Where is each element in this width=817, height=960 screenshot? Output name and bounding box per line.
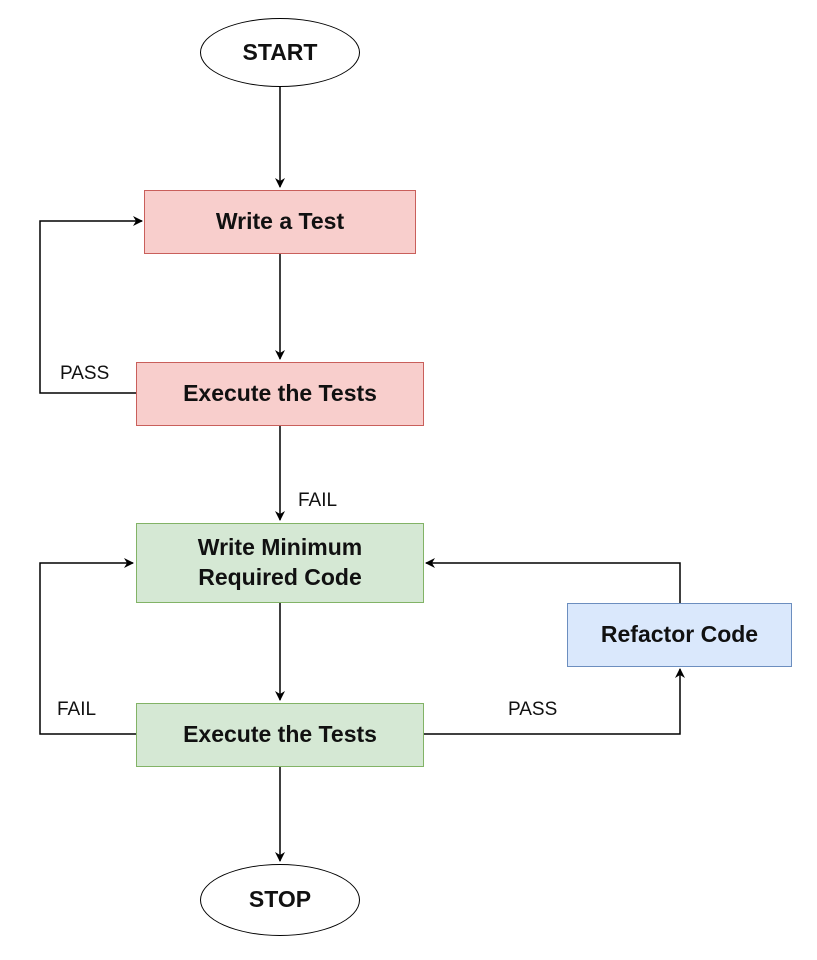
execute-tests-2-label: Execute the Tests (183, 721, 377, 748)
write-minimum-code-step: Write Minimum Required Code (136, 523, 424, 603)
arrow-refactor-to-write-code (425, 558, 681, 603)
fail-loop-label: FAIL (57, 699, 97, 720)
fail-down-label: FAIL (298, 490, 338, 511)
stop-node: STOP (200, 864, 360, 936)
write-code-line2: Required Code (198, 564, 362, 590)
execute-tests-step-1: Execute the Tests (136, 362, 424, 426)
write-test-step: Write a Test (144, 190, 416, 254)
arrow-pass-loop-back (39, 216, 143, 394)
refactor-code-step: Refactor Code (567, 603, 792, 667)
arrow-fail-loop-back (39, 558, 136, 735)
write-code-label: Write Minimum Required Code (198, 533, 362, 593)
write-test-label: Write a Test (215, 208, 345, 235)
refactor-label: Refactor Code (600, 621, 759, 648)
pass-refactor-label: PASS (508, 699, 558, 720)
arrow-pass-to-refactor (424, 668, 685, 735)
execute-tests-1-label: Execute the Tests (183, 380, 377, 407)
pass-loop-label: PASS (60, 363, 110, 384)
write-code-line1: Write Minimum (197, 534, 363, 561)
start-node: START (200, 18, 360, 87)
start-label: START (242, 38, 318, 65)
stop-label: STOP (248, 886, 312, 913)
execute-tests-step-2: Execute the Tests (136, 703, 424, 767)
